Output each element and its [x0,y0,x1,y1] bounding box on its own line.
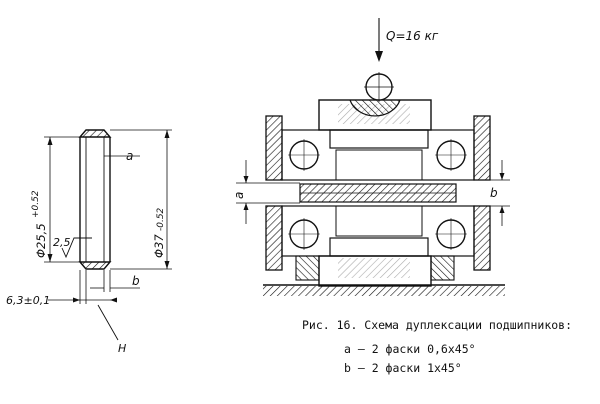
label-roughness: 2,5 [53,236,71,249]
label-dim-inner-tol: +0.52 [31,190,41,218]
housing-right-top [473,115,491,181]
label-a-left: a [126,149,133,163]
housing-right-bottom [473,205,491,271]
label-load: Q=16 кг [386,29,439,43]
figure-caption-title: Рис. 16. Схема дуплексации подшипников: [302,318,573,332]
label-dim-outer-tol: -0.52 [156,207,166,231]
label-b-left: b [132,274,140,288]
figure-caption-line-a: a – 2 фаски 0,6x45° [344,342,476,356]
label-dim-inner: Φ25,5 [34,223,48,258]
ring-section-top [78,129,112,138]
base-hatch [263,286,505,296]
inner-sleeve-bottom [329,237,429,257]
housing-left-bottom [265,205,283,271]
figure-caption-line-b: b – 2 фаски 1x45° [344,361,462,375]
spacer-ring-drawing: a b H 2,5 6,3±0,1 Φ25,5 +0.52 Φ37 -0.52 [6,129,172,355]
roughness-mark [61,237,92,259]
label-a-right: a [232,192,246,199]
bearing-assembly: Q=16 кг a [232,18,510,296]
housing-left-top [265,115,283,181]
label-h: H [118,342,126,355]
label-dim-outer: Φ37 [152,234,166,258]
inner-sleeve-top [329,129,429,149]
label-width: 6,3±0,1 [6,294,50,307]
ring-section-bottom [78,261,112,270]
label-b-right: b [490,186,498,200]
